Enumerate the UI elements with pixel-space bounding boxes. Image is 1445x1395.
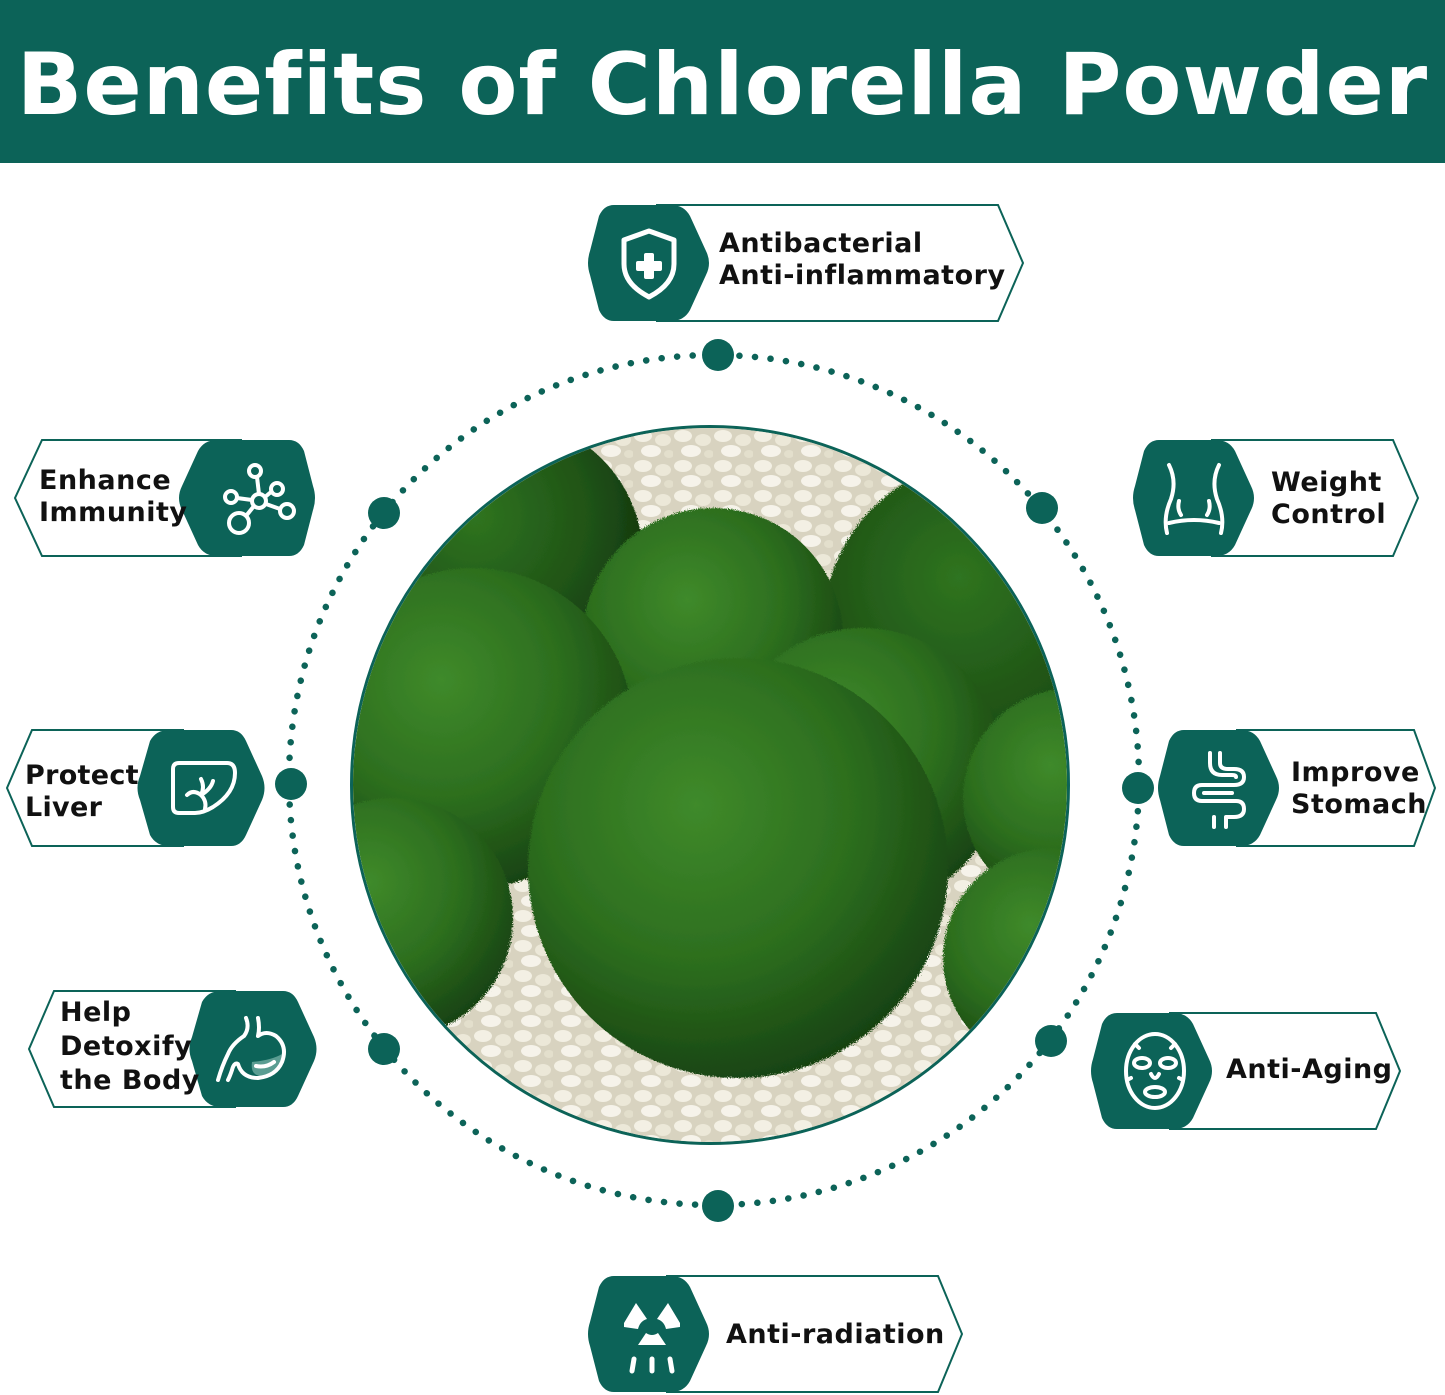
ring-node-upper-left [368, 497, 400, 529]
benefit-immunity: Enhance Immunity [12, 439, 317, 557]
ring-node-lower-right [1035, 1025, 1067, 1057]
ring-node-lower-left [368, 1033, 400, 1065]
face-mask-icon [1124, 1032, 1186, 1110]
benefit-label-line: Immunity [39, 497, 188, 528]
benefit-label-line: Anti-inflammatory [719, 260, 1006, 291]
benefit-label-line: Improve [1291, 757, 1420, 788]
intestine-icon [1192, 751, 1246, 829]
ring-node-left [275, 768, 307, 800]
benefit-label-line: Anti-Aging [1226, 1054, 1393, 1085]
radiation-icon [624, 1303, 680, 1374]
moss-ball-photo [350, 425, 1070, 1145]
header-banner: Benefits of Chlorella Powder [0, 0, 1445, 163]
benefit-label-line: Detoxify [60, 1031, 193, 1062]
benefit-stomach: Improve Stomach [1156, 729, 1438, 847]
benefit-label-line: Stomach [1291, 789, 1427, 820]
ring-node-bottom [702, 1190, 734, 1222]
benefit-label-line: Antibacterial [719, 228, 923, 259]
benefit-label-line: Help [60, 997, 132, 1028]
liver-icon [171, 761, 237, 815]
benefit-label-line: Protect [25, 760, 139, 791]
benefit-label-line: Liver [25, 792, 103, 823]
benefit-detox: Help Detoxify the Body [26, 990, 322, 1108]
shield-plus-icon [621, 228, 677, 300]
benefit-aging: Anti-Aging [1089, 1012, 1403, 1130]
ring-node-upper-right [1026, 492, 1058, 524]
molecule-icon [223, 463, 296, 535]
benefit-radiation: Anti-radiation [586, 1275, 966, 1393]
benefit-label-line: Anti-radiation [726, 1319, 945, 1350]
benefit-label-line: Enhance [39, 465, 172, 496]
benefit-weight: Weight Control [1131, 439, 1421, 557]
waist-icon [1163, 463, 1225, 535]
ring-node-top [702, 339, 734, 371]
benefit-liver: Protect Liver [4, 729, 269, 847]
ring-node-right [1122, 772, 1154, 804]
page-title: Benefits of Chlorella Powder [16, 35, 1429, 135]
benefit-antibacterial: Antibacterial Anti-inflammatory [586, 204, 1026, 322]
benefit-label-line: Control [1271, 499, 1387, 530]
benefit-label-line: the Body [60, 1065, 200, 1096]
benefit-label-line: Weight [1271, 467, 1382, 498]
stomach-icon [216, 1016, 286, 1082]
